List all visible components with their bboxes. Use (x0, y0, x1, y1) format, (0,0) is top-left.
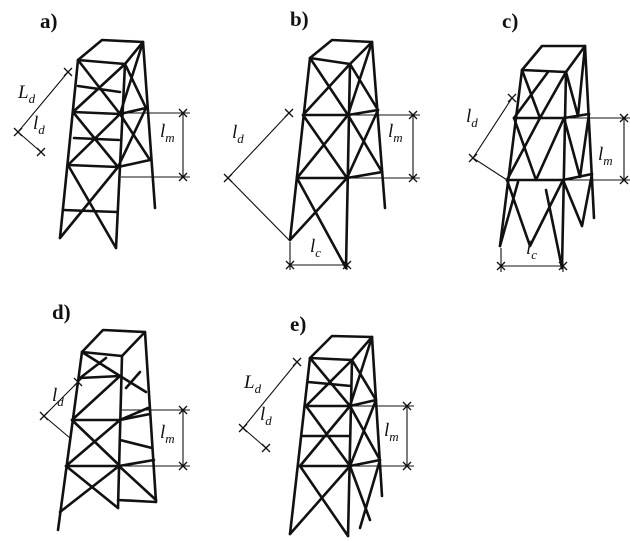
dimension-line-lc (500, 248, 564, 272)
panel-e-label: e) (290, 312, 306, 336)
label-l-d: ld (52, 385, 64, 409)
dimension-ticks-lm (408, 110, 418, 183)
panel-e: e) Ld ld lm (238, 312, 414, 538)
label-l-d: ld (232, 122, 244, 146)
dimension-line-lm (121, 112, 190, 178)
label-l-c: lc (526, 238, 537, 262)
dimension-line-lm (351, 405, 414, 467)
panel-a: a) Ld ld lm (13, 9, 190, 250)
label-l-d: ld (466, 106, 478, 130)
label-l-c: lc (310, 236, 321, 260)
dimension-ticks-ld (223, 108, 294, 183)
tower-legs (288, 40, 387, 270)
tower-chevrons (505, 70, 550, 182)
label-l-m: lm (160, 121, 175, 145)
dimension-ticks-lc (285, 260, 352, 270)
tower-bracing (288, 40, 384, 270)
panel-b-label: b) (290, 7, 309, 31)
label-l-m: lm (598, 144, 613, 168)
tower-redundant-members (301, 380, 353, 438)
tower-top-frame (520, 44, 587, 74)
tower-k-bracing (498, 44, 594, 270)
dimension-ticks-lm (178, 405, 188, 471)
tower-legs (288, 335, 384, 538)
dimension-ticks-lm (619, 113, 629, 185)
panel-e-tower (288, 334, 384, 538)
panel-a-tower (58, 38, 157, 250)
label-L-d: Ld (243, 372, 262, 396)
dimension-ticks-lc (496, 261, 568, 271)
dimension-ticks-lm (178, 108, 188, 182)
label-l-m: lm (388, 121, 403, 145)
tower-bracing (58, 40, 152, 250)
panel-c-label: c) (502, 9, 518, 33)
label-l-d: ld (33, 113, 45, 137)
dimension-ticks-lm (402, 401, 412, 471)
panel-d-tower (56, 328, 158, 532)
dimension-line-Ld (242, 361, 298, 449)
panel-a-label: a) (40, 9, 58, 33)
tower-legs (498, 44, 596, 270)
label-l-m: lm (160, 422, 175, 446)
tower-top-frame (308, 334, 374, 362)
label-l-d: ld (260, 404, 272, 428)
tower-horizontals (298, 398, 382, 468)
panel-b-tower (288, 38, 387, 270)
tower-top-frame (80, 328, 147, 358)
dimension-ticks-ld (39, 377, 83, 421)
panel-b-dimensions: ld lm lc (223, 108, 420, 270)
panel-c-dimensions: ld lm lc (466, 93, 630, 272)
panel-b: b) ld lm lc (223, 7, 420, 270)
tower-redundant-members (72, 84, 122, 142)
panel-a-dimensions: Ld ld lm (13, 67, 190, 182)
tower-legs (58, 40, 157, 250)
panel-c-tower (498, 44, 596, 270)
panel-c: c) ld lm lc (466, 9, 630, 272)
tower-bracing (58, 350, 158, 514)
tower-top-frame (308, 38, 374, 66)
panel-e-dimensions: Ld ld lm (238, 357, 414, 471)
panel-d-label: d) (52, 300, 71, 324)
label-L-d: Ld (17, 82, 36, 106)
dimension-line-ld (472, 97, 513, 181)
dimension-line-lm (349, 114, 420, 179)
tower-top-frame (76, 38, 145, 66)
dimension-ticks-ld (468, 93, 517, 163)
panel-d-dimensions: ld lm (39, 377, 190, 471)
panel-d: d) ld lm (39, 300, 190, 532)
label-l-m: lm (384, 420, 399, 444)
dimension-line-lm (566, 117, 630, 181)
dimension-line-lm (122, 409, 190, 467)
tower-horizontals (61, 106, 152, 214)
dimension-line-Ld (17, 71, 69, 153)
